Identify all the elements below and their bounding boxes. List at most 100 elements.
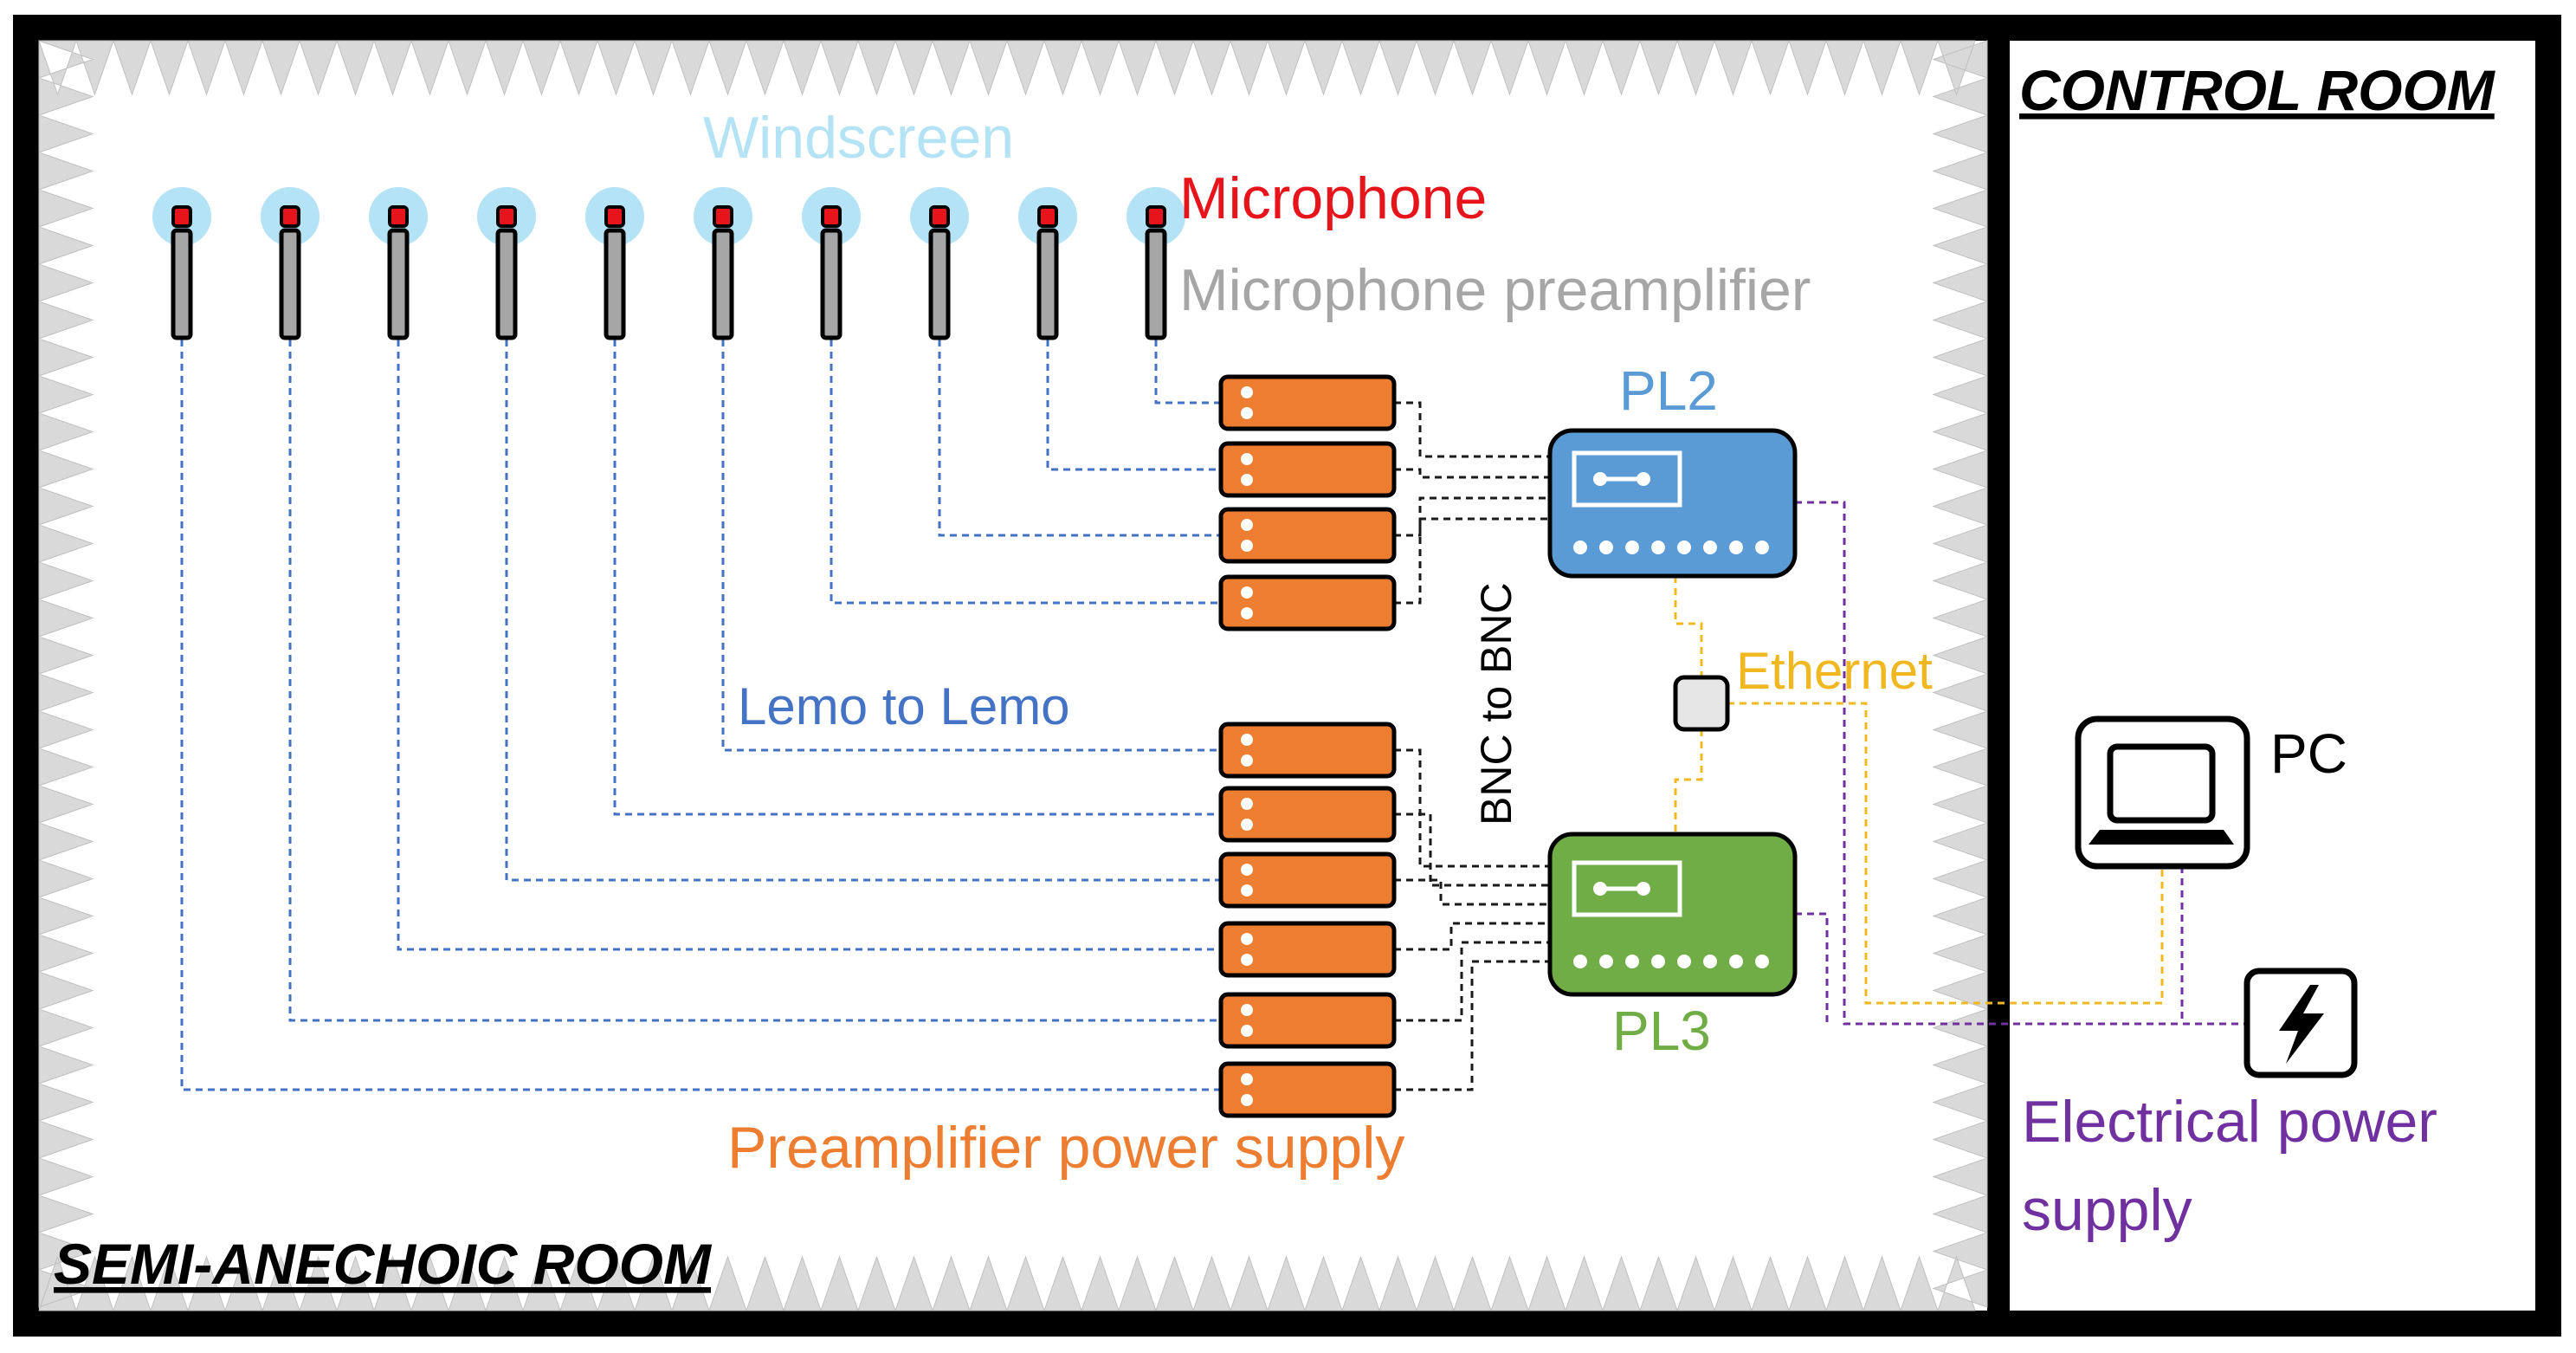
semi-anechoic-room-title: SEMI-ANECHOIC ROOM [54, 1232, 713, 1296]
microphone-icon [388, 205, 409, 228]
bnc-cable [1394, 878, 1550, 906]
preamplifier-icon [171, 228, 193, 340]
supply-led [1241, 884, 1253, 897]
power-supply-label-line1: Electrical power [2022, 1089, 2437, 1155]
ethernet-label: Ethernet [1736, 642, 1933, 700]
analyzer-port [1729, 541, 1743, 554]
supply-led [1241, 586, 1253, 599]
preamplifier-supply-unit [1218, 1061, 1397, 1118]
supply-led [1241, 754, 1253, 767]
ethernet-cable [1727, 702, 2164, 1005]
power-cable [1795, 501, 2247, 1026]
analyzer-port [1573, 541, 1587, 554]
preamplifier-icon [928, 228, 951, 340]
preamplifier-supply-unit [1218, 851, 1397, 909]
microphone-icon [1037, 205, 1058, 228]
pl2-analyzer-icon [1547, 428, 1798, 579]
supply-led [1241, 734, 1253, 746]
pl2-label: PL2 [1619, 359, 1718, 422]
ethernet-cable [1674, 576, 1703, 677]
preamplifier-supply-unit [1218, 374, 1397, 431]
bnc-cable [1394, 468, 1550, 479]
preamplifier-icon [1036, 228, 1059, 340]
power-cables [1795, 501, 2247, 1026]
preamplifier-icon [495, 228, 518, 340]
preamplifier-supply-unit [1218, 574, 1397, 631]
microphone-icon [171, 205, 192, 228]
lemo-cable [1046, 340, 1221, 471]
bnc-label: BNC to BNC [1472, 582, 1520, 825]
preamplifier-supply-unit [1218, 507, 1397, 564]
supply-led [1241, 453, 1253, 465]
supply-led [1241, 519, 1253, 531]
lemo-cable [180, 340, 1221, 1091]
preamp-supply-label: Preamplifier power supply [727, 1115, 1404, 1181]
lemo-cable [397, 340, 1221, 951]
microphone-icon [929, 205, 950, 228]
anechoic-wedges [38, 40, 1988, 1311]
bnc-cables [1394, 401, 1550, 1091]
power-supply-label-line2: supply [2022, 1177, 2192, 1243]
supply-led [1241, 607, 1253, 619]
analyzer-port [1755, 541, 1769, 554]
analyzer-port [1625, 955, 1639, 968]
lemo-cable [938, 340, 1221, 537]
bnc-cable [1394, 496, 1550, 537]
preamplifier-icon [1145, 228, 1167, 340]
supply-led [1241, 407, 1253, 419]
ethernet-switch-icon [1673, 675, 1730, 732]
microphone-icon [713, 205, 733, 228]
bnc-cable [1394, 517, 1550, 605]
bnc-cable [1394, 960, 1550, 1091]
supply-led [1241, 933, 1253, 945]
analyzer-port [1677, 955, 1691, 968]
supply-led [1241, 798, 1253, 810]
analyzer-port [1625, 541, 1639, 554]
analyzer-port [1755, 955, 1769, 968]
preamplifier-supply-unit [1218, 722, 1397, 779]
preamplifier-power-supplies [1218, 374, 1397, 1118]
supply-led [1241, 864, 1253, 876]
pc-icon [2075, 715, 2250, 870]
lemo-cables [180, 340, 1221, 1091]
preamplifier-label: Microphone preamplifier [1179, 257, 1811, 323]
pc-label: PC [2270, 722, 2347, 785]
analyzer-port [1651, 955, 1665, 968]
ethernet-cable [1674, 729, 1703, 834]
preamplifier-supply-unit [1218, 786, 1397, 843]
windscreen-label: Windscreen [703, 105, 1014, 171]
preamplifier-icon [604, 228, 626, 340]
preamplifier-icon [712, 228, 734, 340]
supply-led [1241, 819, 1253, 831]
lemo-label: Lemo to Lemo [738, 677, 1070, 735]
supply-led [1241, 1094, 1253, 1106]
microphone-icon [1146, 205, 1166, 228]
lemo-cable [613, 340, 1221, 816]
bnc-cable [1394, 748, 1550, 868]
bnc-cable [1394, 401, 1550, 458]
analyzer-port [1703, 955, 1717, 968]
preamplifier-icon [279, 228, 301, 340]
preamplifier-icon [820, 228, 843, 340]
analyzer-port [1651, 541, 1665, 554]
analyzer-port [1729, 955, 1743, 968]
lemo-cable [1154, 340, 1221, 405]
microphone-array [152, 187, 1185, 340]
lightning-icon [2244, 968, 2358, 1078]
analyzer-port [1703, 541, 1717, 554]
analyzer-port [1677, 541, 1691, 554]
analyzer-port [1599, 541, 1613, 554]
bnc-cable [1394, 922, 1550, 951]
bnc-cable [1394, 812, 1550, 887]
pl3-analyzer-icon [1547, 832, 1798, 997]
microphone-label: Microphone [1179, 165, 1487, 231]
supply-led [1241, 386, 1253, 398]
analyzer-port [1599, 955, 1613, 968]
analyzer-port [1573, 955, 1587, 968]
microphone-icon [604, 205, 625, 228]
supply-led [1241, 540, 1253, 552]
preamplifier-supply-unit [1218, 441, 1397, 498]
supply-led [1241, 474, 1253, 486]
